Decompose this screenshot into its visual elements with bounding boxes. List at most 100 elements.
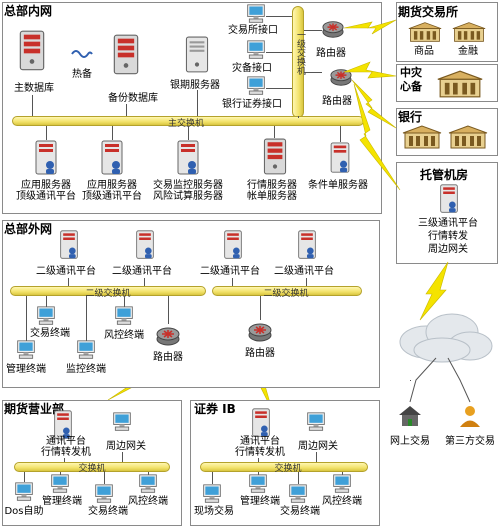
connector — [24, 472, 25, 482]
hq-monitor-terminal-label: 监控终端 — [66, 364, 106, 375]
level2-switch-left-bus — [10, 286, 206, 296]
connector — [266, 88, 292, 89]
hq-risk-terminal-label: 风控终端 — [104, 330, 144, 341]
connector — [212, 472, 213, 484]
ib-onsite-label: 现场交易 — [194, 506, 234, 517]
level1-switch-label: 一级交换机 — [295, 30, 305, 75]
hq-router-a-label: 路由器 — [153, 352, 183, 363]
connector — [232, 278, 233, 286]
ib-risk-label: 风控终端 — [322, 496, 362, 507]
futures-office-title: 期货营业部 — [4, 402, 65, 416]
ib-mgmt-label: 管理终端 — [240, 496, 280, 507]
main-switch-label: 主交换机 — [167, 119, 205, 129]
ib-gateway-label: 周边网关 — [298, 441, 338, 452]
fo-comm-label2: 行情转发机 — [41, 447, 91, 458]
connector — [340, 126, 341, 142]
trade-monitor-label1: 交易监控服务器 — [153, 180, 223, 191]
platform3-label: 二级通讯平台 — [200, 266, 260, 277]
hq-monitor-terminal-icon — [76, 340, 96, 360]
hot-standby-link-icon — [70, 48, 94, 60]
router1-label: 路由器 — [316, 48, 346, 59]
app-server1-label1: 应用服务器 — [21, 180, 71, 191]
ib-comm-server-icon — [250, 408, 272, 438]
platform1-label: 二级通讯平台 — [36, 266, 96, 277]
hot-standby-label: 热备 — [72, 69, 92, 80]
quote-server-label2: 帐单服务器 — [247, 191, 297, 202]
third-party-person-icon — [458, 404, 482, 428]
quote-server-label1: 行情服务器 — [247, 180, 297, 191]
hq-router-b-icon — [248, 320, 272, 344]
ib-switch-bus — [200, 462, 368, 472]
ib-switch-label: 交换机 — [274, 464, 302, 474]
hosting-line3: 周边网关 — [428, 244, 468, 255]
exchange-interface-label: 交易所接口 — [228, 25, 278, 36]
connector — [86, 296, 87, 342]
securities-ib-title: 证券 IB — [194, 402, 236, 416]
hq-mgmt-terminal-label: 管理终端 — [6, 364, 46, 375]
app-server1-label2: 顶级通讯平台 — [16, 191, 76, 202]
main-db-label: 主数据库 — [14, 83, 54, 94]
ib-comm-label1: 通讯平台 — [240, 436, 280, 447]
disaster-interface-label: 灾备接口 — [232, 63, 272, 74]
hq-trade-terminal-icon — [36, 306, 56, 326]
connector — [26, 296, 27, 342]
hq-trade-terminal-label: 交易终端 — [30, 328, 70, 339]
trade-monitor-label2: 风险试算服务器 — [153, 191, 223, 202]
connector — [68, 278, 69, 286]
condition-server-label: 条件单服务器 — [308, 180, 368, 191]
fo-switch-bus — [14, 462, 170, 472]
connector — [316, 452, 317, 462]
connector — [124, 296, 125, 308]
app-server2-label1: 应用服务器 — [87, 180, 137, 191]
fo-dos-label: Dos自助 — [4, 506, 44, 517]
level2-switch-right-label: 二级交换机 — [263, 289, 309, 299]
ib-gateway-pc-icon — [306, 412, 326, 432]
connector — [298, 472, 299, 484]
platform4-label: 二级通讯平台 — [274, 266, 334, 277]
online-trading-house-icon — [398, 404, 422, 428]
fo-gateway-pc-icon — [112, 412, 132, 432]
fo-trade-label: 交易终端 — [88, 506, 128, 517]
connector — [274, 126, 275, 138]
disaster-center-title: 中灾 心备 — [400, 66, 422, 93]
goods-label: 商品 — [414, 46, 434, 57]
hq-internal-title: 总部内网 — [4, 4, 53, 18]
connector — [304, 72, 322, 73]
ib-mgmt-pc-icon — [248, 474, 268, 494]
hq-router-a-icon — [156, 324, 180, 348]
fo-dos-pc-icon — [14, 482, 34, 502]
ib-trade-label: 交易终端 — [280, 506, 320, 517]
hq-mgmt-terminal-icon — [16, 340, 36, 360]
ib-onsite-pc-icon — [202, 484, 222, 504]
connector — [188, 126, 189, 140]
connector — [122, 452, 123, 462]
hosting-line1: 三级通讯平台 — [418, 218, 478, 229]
ib-risk-pc-icon — [332, 474, 352, 494]
connector — [104, 472, 105, 484]
connector — [266, 52, 292, 53]
internet-cloud-icon — [399, 313, 493, 363]
connector — [258, 458, 259, 462]
connector — [32, 95, 33, 116]
fo-trade-pc-icon — [94, 484, 114, 504]
platform2-label: 二级通讯平台 — [112, 266, 172, 277]
bank-server-label: 银期服务器 — [170, 80, 220, 91]
fo-switch-label: 交换机 — [78, 464, 106, 474]
platform1-icon — [58, 230, 80, 260]
connector — [304, 30, 322, 31]
level2-switch-left-label: 二级交换机 — [85, 289, 131, 299]
hosting-room-title: 托管机房 — [420, 168, 469, 182]
hosting-room-box — [396, 162, 498, 264]
bank-title: 银行 — [398, 110, 423, 124]
fo-mgmt-label: 管理终端 — [42, 496, 82, 507]
hq-external-title: 总部外网 — [4, 222, 53, 236]
connector — [126, 104, 127, 116]
fo-mgmt-pc-icon — [50, 474, 70, 494]
connector — [46, 296, 47, 308]
connector — [197, 90, 198, 116]
level2-switch-right-bus — [212, 286, 362, 296]
connector — [148, 472, 149, 476]
fo-risk-pc-icon — [138, 474, 158, 494]
connector — [46, 126, 47, 140]
connector — [306, 278, 307, 286]
